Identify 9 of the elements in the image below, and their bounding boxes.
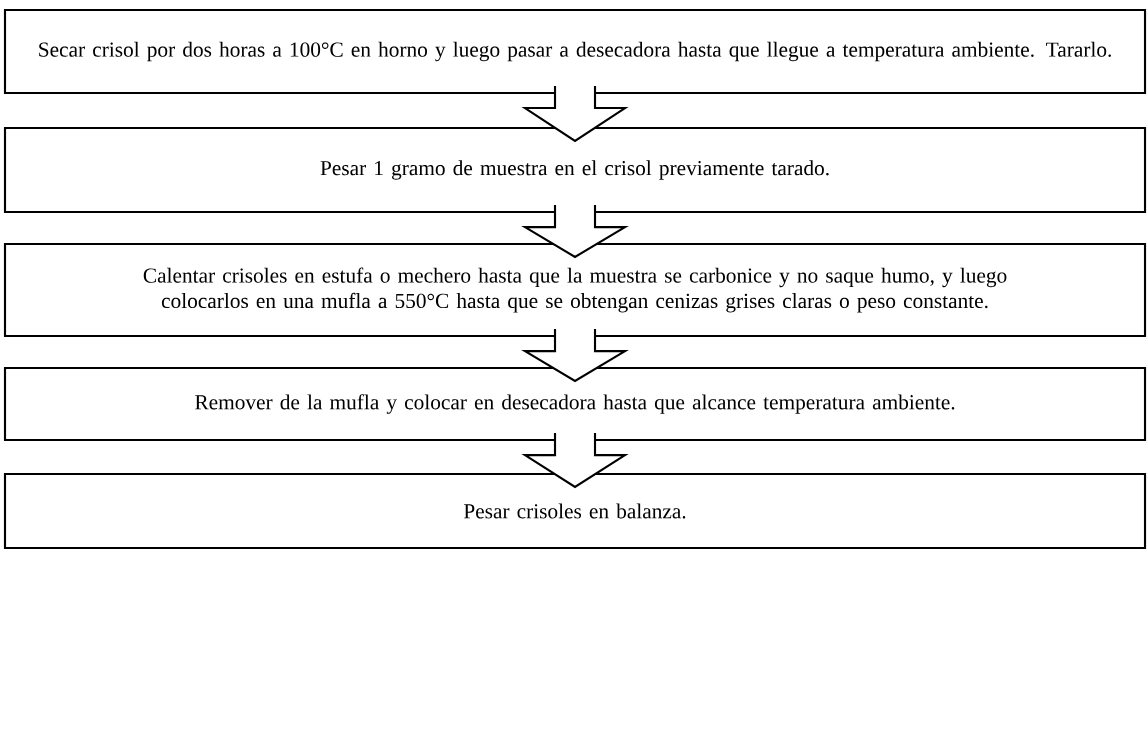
- process-box: Pesar crisoles en balanza.: [3, 472, 1147, 550]
- process-box: Remover de la mufla y colocar en desecadora hasta que alcance temperatura ambiente.: [3, 366, 1147, 442]
- block-arrow: [521, 84, 629, 143]
- process-box: Pesar 1 gramo de muestra en el crisol previamente tarado.: [3, 126, 1147, 214]
- block-arrow: [521, 204, 629, 259]
- block-arrow: [521, 432, 629, 489]
- process-box: Calentar crisoles en estufa o mechero hasta que la muestra se carbonice y no saque humo, y luego colocarlos en una mufla a 550°C hasta que se obtengan cenizas grises claras o peso constante.: [3, 242, 1147, 338]
- process-box: Secar crisol por dos horas a 100°C en horno y luego pasar a desecadora hasta que llegue a temperatura ambiente. Tararlo.: [3, 8, 1147, 95]
- block-arrow: [521, 328, 629, 383]
